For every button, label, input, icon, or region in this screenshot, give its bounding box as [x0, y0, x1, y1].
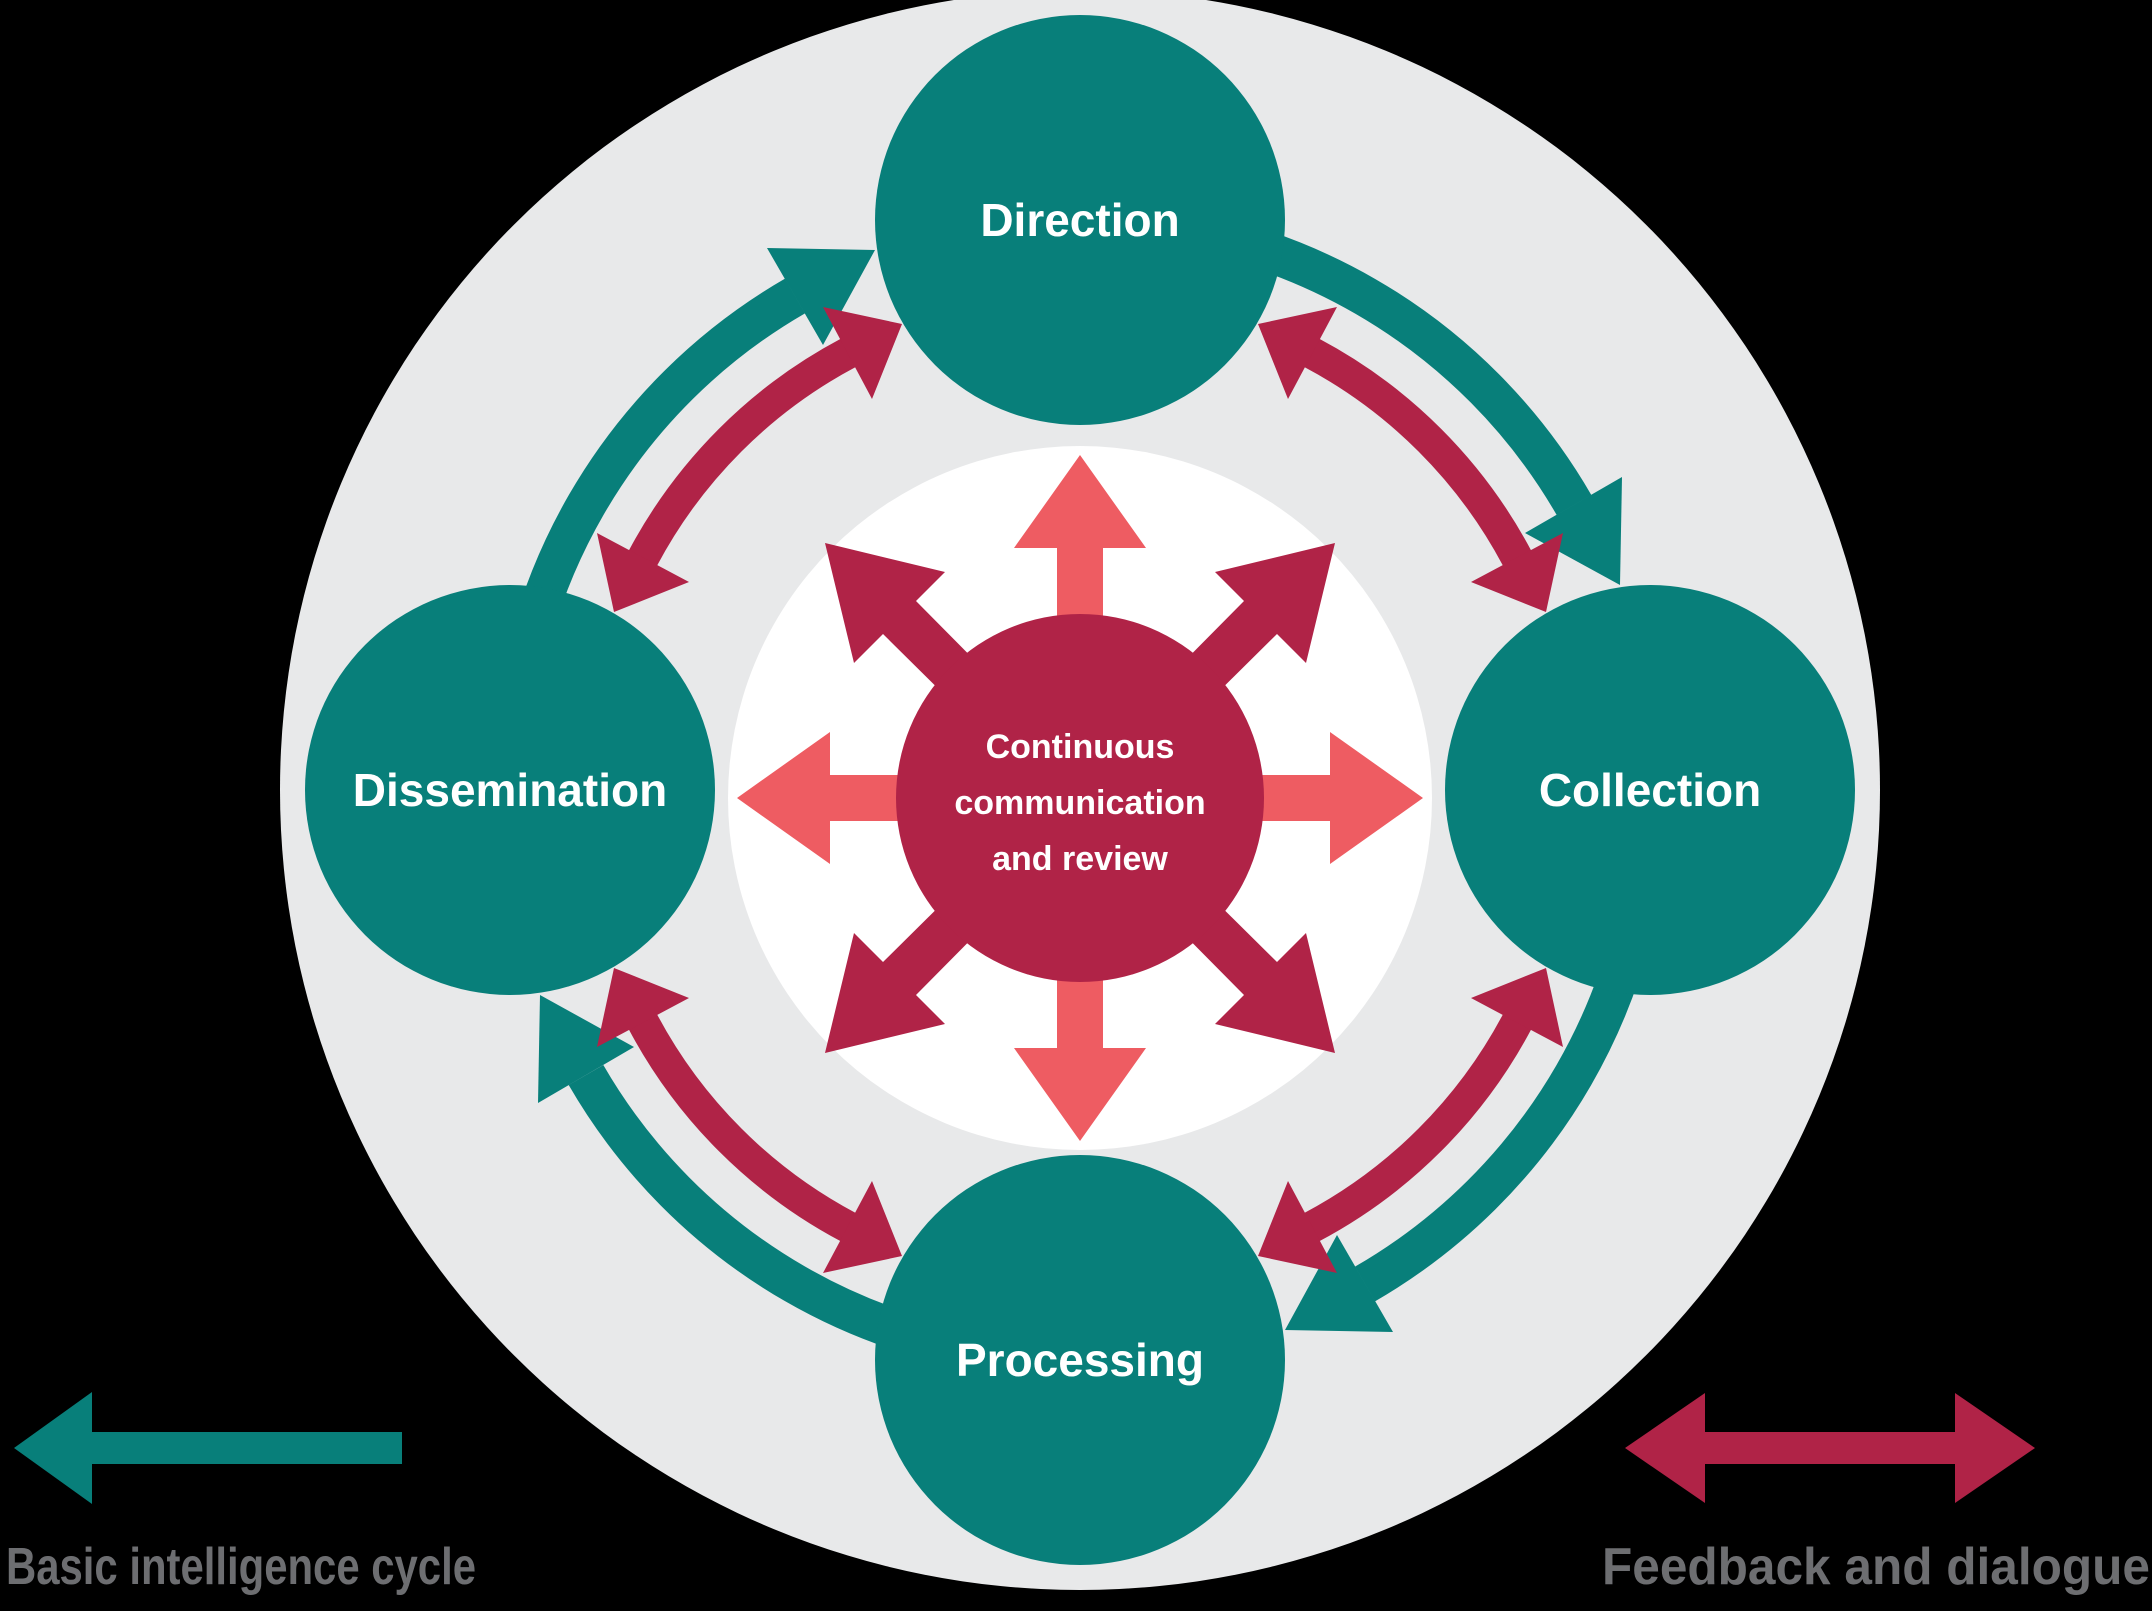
feedback-arrowhead-ne-to-collection-icon — [1471, 533, 1563, 612]
hub-label-line1: Continuous — [986, 728, 1175, 766]
legend-feedback-label: Feedback and dialogue — [1602, 1538, 2150, 1596]
hub-label-line2: communication — [954, 784, 1205, 822]
cycle-arrowhead-to-dissemination-icon — [538, 995, 634, 1103]
feedback-arrowhead-se-to-processing-icon — [1258, 1181, 1337, 1273]
feedback-arc-southwest — [628, 1014, 856, 1242]
nodes: Direction Collection Processing Dissemin… — [305, 15, 1855, 1565]
hub-arrow-left-icon — [737, 732, 960, 864]
feedback-arrowhead-sw-to-processing-icon — [823, 1181, 902, 1273]
hub-arrow-right-icon — [1200, 732, 1423, 864]
hub-circle — [896, 614, 1264, 982]
feedback-arrowhead-se-to-collection-icon — [1471, 968, 1563, 1047]
hub-arrow-down-icon — [1014, 918, 1146, 1141]
feedback-arrowhead-nw-to-dissemination-icon — [597, 533, 689, 612]
feedback-arrowhead-nw-to-direction-icon — [823, 307, 902, 399]
feedback-arc-northeast — [1304, 338, 1532, 566]
hub-arrow-up-icon — [1014, 455, 1146, 678]
feedback-arc-northwest — [628, 338, 856, 566]
feedback-arc-southeast — [1304, 1014, 1532, 1242]
cycle-arrowhead-to-processing-icon — [1285, 1235, 1393, 1332]
legend-cycle: Basic intelligence cycle — [6, 1392, 476, 1596]
legend-cycle-label: Basic intelligence cycle — [6, 1538, 476, 1596]
node-collection-label: Collection — [1539, 764, 1761, 816]
cycle-arrowhead-to-collection-icon — [1525, 477, 1622, 585]
node-processing-circle — [875, 1155, 1285, 1565]
node-processing-label: Processing — [956, 1334, 1204, 1386]
feedback-arrowhead-sw-to-dissemination-icon — [597, 968, 689, 1047]
hub-arrows-cardinal — [737, 455, 1423, 1141]
cycle-arrowhead-to-direction-icon — [767, 248, 875, 345]
node-collection-circle — [1445, 585, 1855, 995]
legend-feedback: Feedback and dialogue — [1602, 1393, 2150, 1596]
legend-cycle-arrow-icon — [14, 1392, 402, 1504]
node-dissemination-label: Dissemination — [353, 764, 667, 816]
legend-feedback-arrow-icon — [1625, 1393, 2035, 1503]
node-direction-circle — [875, 15, 1285, 425]
hub-label-line3: and review — [992, 840, 1168, 878]
node-direction-label: Direction — [980, 194, 1179, 246]
node-dissemination-circle — [305, 585, 715, 995]
feedback-arrows — [597, 307, 1563, 1273]
feedback-arrowhead-ne-to-direction-icon — [1258, 307, 1337, 399]
